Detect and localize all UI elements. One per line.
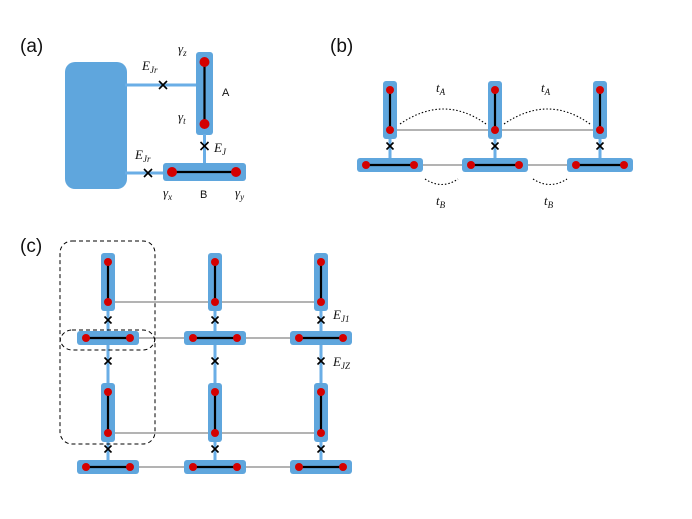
junction-cross bbox=[385, 141, 395, 151]
junction-cross bbox=[210, 444, 220, 454]
hop-arc-b-left bbox=[424, 178, 459, 186]
junction-stroke bbox=[103, 444, 113, 454]
majorana-mode bbox=[233, 334, 241, 342]
junction-cross bbox=[103, 356, 113, 366]
junction-stroke bbox=[103, 356, 113, 366]
label-gamma-x: γx bbox=[163, 185, 172, 202]
majorana-mode bbox=[104, 388, 112, 396]
superconducting-reservoir bbox=[65, 62, 127, 189]
panel-a: EJr EJr EJ γz γt γx γy A B bbox=[65, 41, 246, 202]
junction-stroke bbox=[210, 444, 220, 454]
junction-stroke bbox=[210, 356, 220, 366]
junction-cross bbox=[595, 141, 605, 151]
majorana-mode bbox=[104, 258, 112, 266]
hop-arc-a-left bbox=[399, 108, 487, 125]
majorana-mode bbox=[211, 429, 219, 437]
label-hop-a-right: tA bbox=[541, 80, 551, 97]
label-coupling-z: EJZ bbox=[332, 354, 351, 371]
majorana-mode bbox=[515, 161, 523, 169]
label-gamma-y: γy bbox=[235, 185, 244, 202]
majorana-gamma-x bbox=[167, 167, 177, 177]
junction-stroke bbox=[316, 444, 326, 454]
hop-arc-a-right bbox=[503, 108, 591, 125]
majorana-mode bbox=[295, 463, 303, 471]
majorana-mode bbox=[126, 463, 134, 471]
label-wire-a: A bbox=[222, 87, 230, 99]
panel-c bbox=[77, 253, 352, 474]
majorana-mode bbox=[339, 334, 347, 342]
majorana-mode bbox=[295, 334, 303, 342]
junction-stroke bbox=[595, 141, 605, 151]
panel-b bbox=[357, 81, 633, 172]
majorana-mode bbox=[317, 388, 325, 396]
majorana-mode bbox=[339, 463, 347, 471]
hop-arc-b-right bbox=[532, 178, 568, 186]
junction-cross bbox=[199, 141, 210, 151]
majorana-gamma-z bbox=[199, 57, 210, 67]
majorana-mode bbox=[211, 388, 219, 396]
majorana-mode bbox=[126, 334, 134, 342]
junction-stroke bbox=[385, 141, 395, 151]
majorana-mode bbox=[410, 161, 418, 169]
panel-b-labels: tA tA tB tB bbox=[399, 80, 591, 210]
junction-cross bbox=[158, 80, 168, 90]
junction-stroke bbox=[316, 356, 326, 366]
majorana-mode bbox=[211, 298, 219, 306]
unit-cell-outline-bottom bbox=[59, 329, 156, 445]
majorana-mode bbox=[233, 463, 241, 471]
label-coupling-bottom: EJr bbox=[134, 147, 151, 164]
junction-cross bbox=[490, 141, 500, 151]
majorana-mode bbox=[189, 463, 197, 471]
majorana-mode bbox=[596, 126, 604, 134]
junction-cross bbox=[316, 315, 326, 325]
panel-label-a: (a) bbox=[20, 36, 43, 57]
label-gamma-t: γt bbox=[178, 109, 186, 126]
majorana-mode bbox=[596, 86, 604, 94]
junction-cross bbox=[103, 315, 113, 325]
label-hop-b-right: tB bbox=[544, 193, 554, 210]
majorana-mode bbox=[82, 463, 90, 471]
majorana-mode bbox=[362, 161, 370, 169]
majorana-mode bbox=[491, 86, 499, 94]
panel-label-b: (b) bbox=[330, 36, 353, 57]
label-gamma-z: γz bbox=[178, 41, 187, 58]
majorana-mode bbox=[491, 126, 499, 134]
majorana-mode bbox=[189, 334, 197, 342]
majorana-mode bbox=[317, 429, 325, 437]
majorana-mode bbox=[317, 258, 325, 266]
majorana-mode bbox=[104, 298, 112, 306]
majorana-mode bbox=[386, 86, 394, 94]
panel-label-c: (c) bbox=[20, 236, 42, 257]
junction-cross bbox=[103, 444, 113, 454]
label-coupling-top: EJr bbox=[141, 58, 158, 75]
junction-stroke bbox=[103, 315, 113, 325]
panel-c-overlay: EJ1 EJZ bbox=[59, 240, 351, 445]
majorana-mode bbox=[386, 126, 394, 134]
label-coupling-1: EJ1 bbox=[332, 307, 349, 324]
majorana-mode bbox=[620, 161, 628, 169]
label-hop-b-left: tB bbox=[436, 193, 446, 210]
majorana-mode bbox=[104, 429, 112, 437]
majorana-mode bbox=[82, 334, 90, 342]
majorana-gamma-y bbox=[231, 167, 241, 177]
label-coupling-mid: EJ bbox=[213, 140, 227, 157]
majorana-mode bbox=[317, 298, 325, 306]
junction-cross bbox=[210, 315, 220, 325]
label-wire-b: B bbox=[200, 189, 207, 201]
junction-stroke bbox=[490, 141, 500, 151]
majorana-mode bbox=[467, 161, 475, 169]
junction-cross bbox=[210, 356, 220, 366]
junction-stroke bbox=[316, 315, 326, 325]
majorana-mode bbox=[572, 161, 580, 169]
junction-cross bbox=[143, 168, 153, 178]
junction-cross bbox=[316, 444, 326, 454]
majorana-gamma-t bbox=[199, 119, 210, 129]
majorana-mode bbox=[211, 258, 219, 266]
label-hop-a-left: tA bbox=[436, 80, 446, 97]
junction-cross bbox=[316, 356, 326, 366]
junction-stroke bbox=[210, 315, 220, 325]
unit-cell-outline-top bbox=[59, 240, 156, 351]
